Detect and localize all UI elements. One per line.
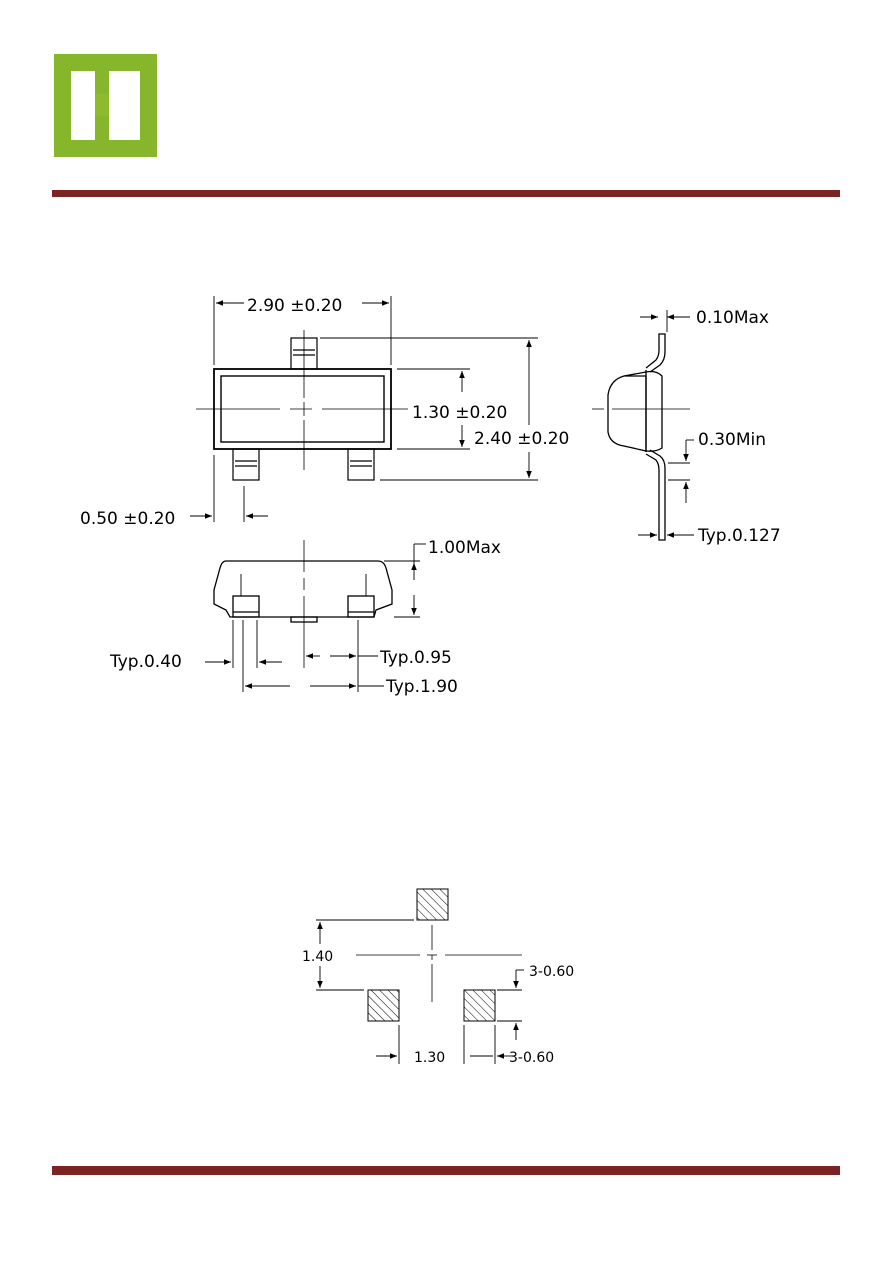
top-view: [190, 296, 538, 522]
footprint-pad: [416, 888, 449, 921]
footprint: [316, 888, 524, 1064]
dim-lead-width-label: Typ.0.40: [109, 652, 182, 672]
dim-width-label: 2.90 ±0.20: [247, 296, 342, 316]
company-logo-icon: [54, 54, 157, 157]
footprint-pad: [367, 989, 400, 1022]
footprint-vertical-label: 1.40: [302, 949, 333, 965]
footer-rule: [52, 1166, 840, 1175]
dim-thickness-max-label: 0.10Max: [696, 308, 769, 328]
dim-span-label: Typ.1.90: [385, 677, 458, 697]
dim-height-max-label: 1.00Max: [428, 538, 501, 558]
dim-lead-thickness-label: Typ.0.127: [697, 526, 781, 546]
dim-total-height-label: 2.40 ±0.20: [474, 429, 569, 449]
footprint-pad: [463, 989, 496, 1022]
footprint-pad-width-label: 3-0.60: [509, 1050, 554, 1066]
front-view: [205, 540, 426, 692]
dim-pitch-label: Typ.0.95: [379, 648, 452, 668]
dim-body-height-label: 1.30 ±0.20: [412, 403, 507, 423]
dim-lead-min-label: 0.30Min: [698, 430, 766, 450]
dim-lead-length-label: 0.50 ±0.20: [80, 509, 175, 529]
side-view: [592, 310, 694, 541]
footprint-pad-height-label: 3-0.60: [529, 964, 574, 980]
footprint-horizontal-label: 1.30: [414, 1050, 445, 1066]
header-rule: [52, 190, 840, 197]
